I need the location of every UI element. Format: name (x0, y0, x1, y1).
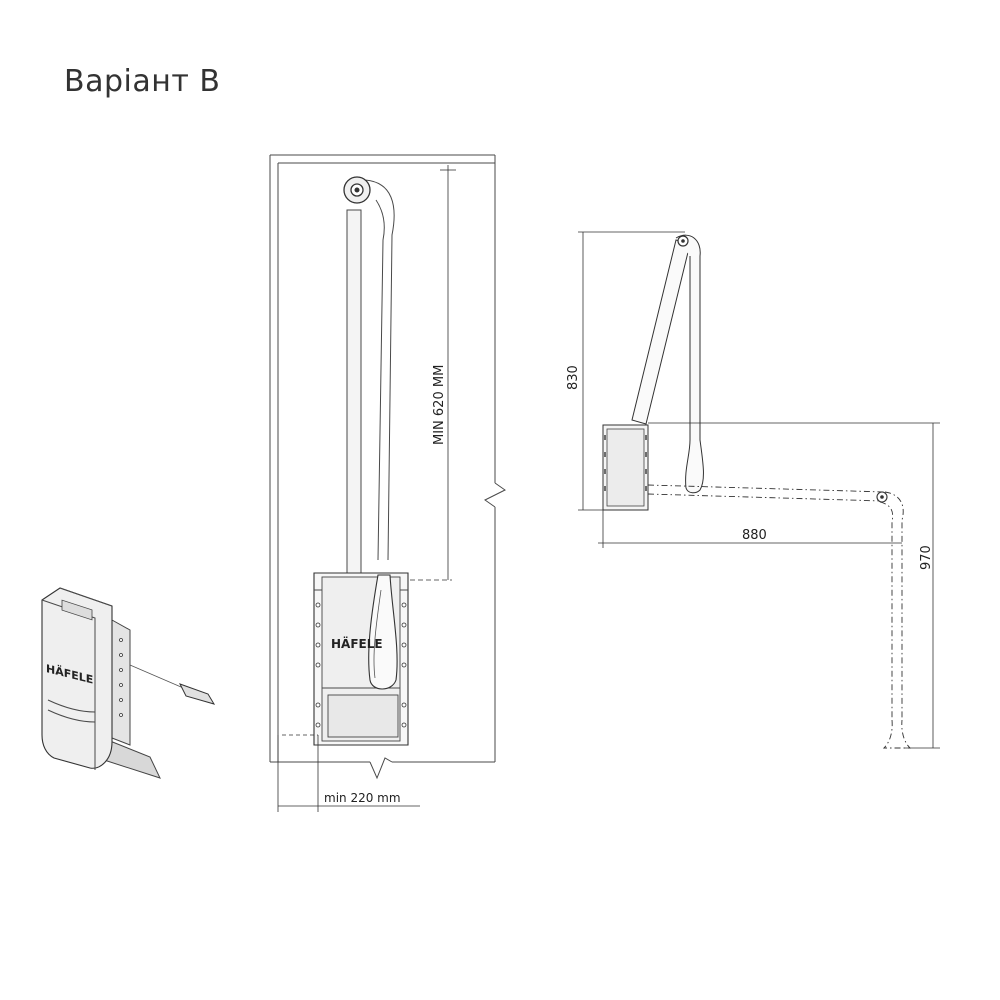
lift-tube (343, 176, 395, 576)
dimension-arm-height-label: 830 (566, 365, 581, 390)
side-view: 830 880 970 (566, 231, 940, 749)
dimension-min-width-label: min 220 mm (324, 791, 401, 805)
front-view: HÄFELE MIN 620 MM min 220 mm (269, 154, 506, 812)
cabinet-outline (269, 154, 506, 780)
brand-logo-front: HÄFELE (331, 636, 383, 651)
dimension-reach-label: 880 (742, 528, 767, 543)
dimension-arm-height: 830 (566, 231, 685, 511)
dimension-drop: 970 (648, 422, 940, 749)
iso-view: HÄFELE (41, 587, 216, 779)
dimension-drop-label: 970 (919, 545, 934, 570)
dimension-min-width: min 220 mm (277, 734, 420, 812)
dimension-reach: 880 (598, 510, 902, 548)
variant-title: Варіант B (64, 64, 221, 99)
lift-body: HÄFELE (313, 572, 409, 746)
dimension-min-height-label: MIN 620 MM (432, 365, 447, 445)
dimension-min-height: MIN 620 MM (410, 165, 456, 581)
